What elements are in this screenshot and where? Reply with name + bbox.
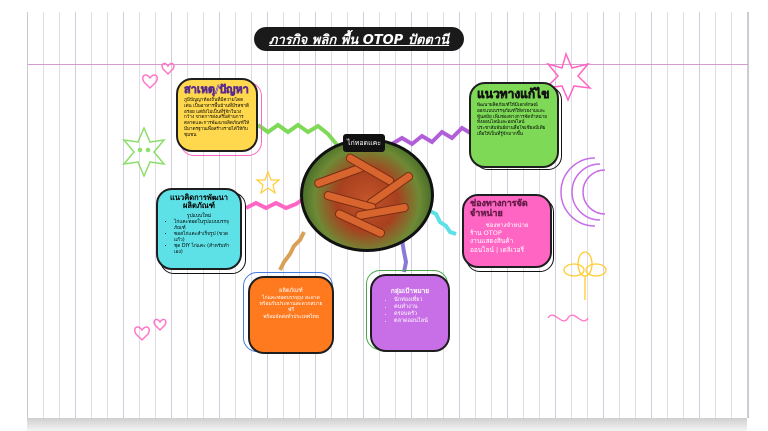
target-heading: กลุ่มเป้าหมาย [390, 287, 430, 295]
product-line: พร้อมรับประทานสะดวกสบาย [259, 301, 323, 308]
flower-icon [563, 251, 607, 300]
product-line: ไก่แคะทอดบรรจุถุง สะอาด [262, 294, 320, 301]
product-card: ผลิตภัณฑ์ ไก่แคะทอดบรรจุถุง สะอาด พร้อมร… [248, 276, 334, 354]
channel-item: ออนไลน์ | เดลิเวอรี่ [470, 245, 524, 254]
heart-icon [153, 318, 167, 332]
channel-card: ช่องทางการจัดจำหน่าย ช่องทางจำหน่าย ร้าน… [462, 194, 552, 268]
sparkle-star-icon [543, 51, 593, 102]
target-card: กลุ่มเป้าหมาย นักท่องเที่ยว คนทำงาน ครอบ… [370, 274, 450, 352]
connector-solution [390, 125, 474, 147]
connector-develop [245, 198, 304, 211]
product-line: ฟรี [287, 307, 295, 314]
page-title: ภารกิจ พลิก พื้น OTOP ปัตตานี [254, 27, 464, 51]
heart-icon [161, 62, 175, 76]
sparkle-burst-icon [122, 126, 166, 178]
list-item: นักท่องเที่ยว [394, 297, 442, 304]
list-item: ครอบครัว [394, 311, 442, 318]
squiggle-icon [547, 314, 589, 322]
channel-item: งานแสดงสินค้า [470, 237, 514, 246]
solution-heading: แนวทางแก้ไข [477, 87, 550, 101]
list-item: ซอสไก่แคะสำเร็จรูป (ขวดแก้ว) [174, 232, 234, 244]
connector-target [400, 239, 409, 273]
heart-icon [133, 326, 151, 342]
develop-list: ไก่แคะทอดในรูปแบบบรรจุภัณฑ์ ซอสไก่แคะสำเ… [164, 220, 234, 256]
list-item: ไก่แคะทอดในรูปแบบบรรจุภัณฑ์ [174, 220, 234, 232]
channel-heading: ช่องทางการจัดจำหน่าย [470, 199, 528, 219]
center-food-image [300, 138, 434, 252]
solution-text: พัฒนาผลิตภัณฑ์ให้มีเอกลักษณ์ ออกแบบบรรจุ… [477, 103, 547, 137]
problem-card: สาเหตุ/ปัญหา ภูมิปัญญาท้องถิ่นที่มีความโ… [176, 78, 258, 152]
connector-problem [256, 122, 340, 148]
heart-icon [141, 74, 159, 90]
guide-line [28, 64, 748, 65]
product-line: ผลิตภัณฑ์ [279, 288, 303, 294]
target-list: นักท่องเที่ยว คนทำงาน ครอบครัว ตลาดออนไล… [378, 297, 442, 325]
center-label: ไก่ทอดแคะ [343, 134, 385, 152]
problem-heading: สาเหตุ/ปัญหา [184, 83, 249, 96]
list-item: ตลาดออนไลน์ [394, 318, 442, 325]
develop-card: แนวคิดการพัฒนาผลิตภัณฑ์ รูปแบบใหม่ ไก่แค… [156, 188, 242, 270]
list-item: คนทำงาน [394, 304, 442, 311]
connector-channel [427, 208, 457, 236]
solution-card: แนวทางแก้ไข พัฒนาผลิตภัณฑ์ให้มีเอกลักษณ์… [469, 82, 559, 168]
problem-text: ภูมิปัญญาท้องถิ่นที่มีความโดดเด่น เป็นอา… [184, 98, 250, 138]
develop-intro: รูปแบบใหม่ [186, 212, 212, 219]
arcs-decoration-icon [560, 157, 606, 227]
channel-sub: ช่องทางจำหน่าย [485, 221, 529, 229]
star-icon [255, 170, 281, 195]
channel-item: ร้าน OTOP [470, 229, 502, 238]
board-shadow [27, 418, 747, 431]
product-line: พร้อมจัดส่งทั่วประเทศไทย [263, 313, 319, 320]
list-item: ชุด DIY ไก่แคะ (สำหรับทำเอง) [174, 244, 234, 256]
connector-product [278, 231, 306, 271]
develop-heading: แนวคิดการพัฒนาผลิตภัณฑ์ [170, 193, 228, 211]
